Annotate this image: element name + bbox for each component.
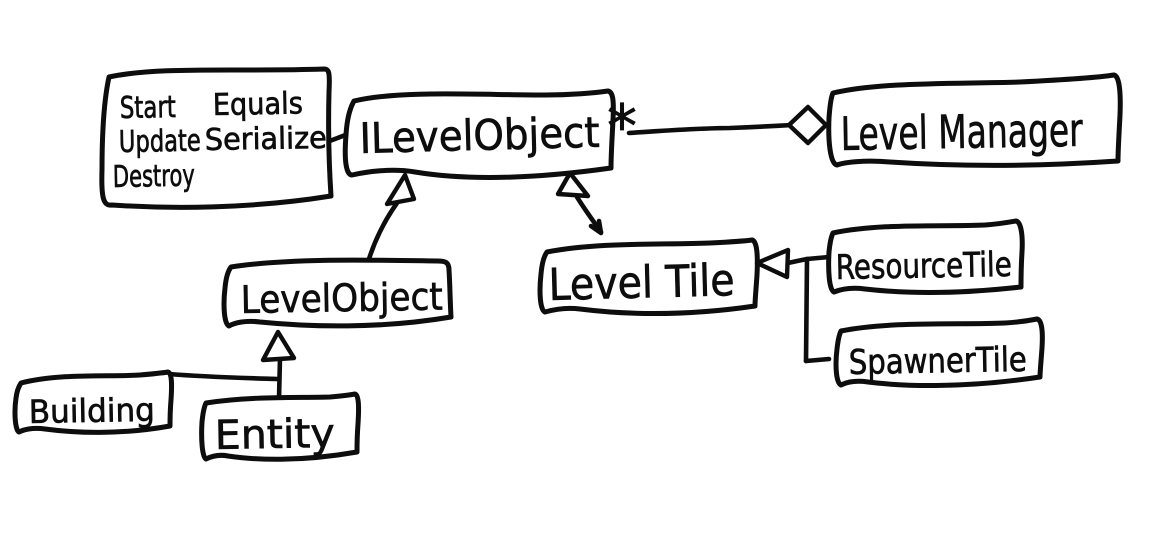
inheritance-arrowhead-icon — [384, 172, 417, 207]
method-label-destroy: Destroy — [113, 159, 196, 195]
method-label-update: Update — [119, 124, 202, 160]
method-label-serialize: Serialize — [205, 121, 328, 158]
building-connector-line — [166, 371, 280, 382]
building-box — [12, 369, 175, 435]
levelobject-label: LevelObject — [240, 274, 443, 322]
leveltile-label: Level Tile — [548, 255, 735, 311]
tiles-branch-bottom — [803, 356, 832, 364]
levelobject-inheritance-stem — [366, 200, 400, 262]
levelmanager-label: Level Manager — [840, 103, 1083, 161]
aggregation-diamond-icon — [786, 104, 829, 146]
spawnertile-label: SpawnerTile — [848, 340, 1027, 383]
leveltile-inheritance-stem-tip — [588, 218, 604, 236]
inheritance-arrowhead-icon — [754, 247, 791, 280]
building-label: Building — [28, 391, 155, 431]
entity-label: Entity — [214, 411, 335, 459]
method-label-start: Start — [120, 90, 177, 126]
ilevelobject-label: ILevelObject — [359, 108, 600, 163]
spawnertile-box — [833, 316, 1045, 388]
resourcetile-box — [826, 218, 1025, 295]
levelmanager-box — [826, 72, 1123, 168]
ilevelobject-box — [342, 88, 616, 180]
inheritance-arrowhead-icon — [260, 329, 297, 363]
aggregation-line — [626, 122, 795, 136]
method-label-equals: Equals — [213, 86, 304, 123]
entity-inheritance-stem — [276, 355, 283, 402]
inheritance-arrowhead-icon — [555, 170, 591, 199]
multiplicity-star-label: * — [607, 92, 637, 162]
tiles-branch-vertical — [803, 256, 810, 364]
interface-methods-note-box — [99, 66, 334, 210]
levelobject-box — [221, 257, 454, 329]
entity-box — [199, 391, 362, 462]
resourcetile-label: ResourceTile — [835, 245, 1012, 288]
leveltile-box — [537, 237, 760, 316]
